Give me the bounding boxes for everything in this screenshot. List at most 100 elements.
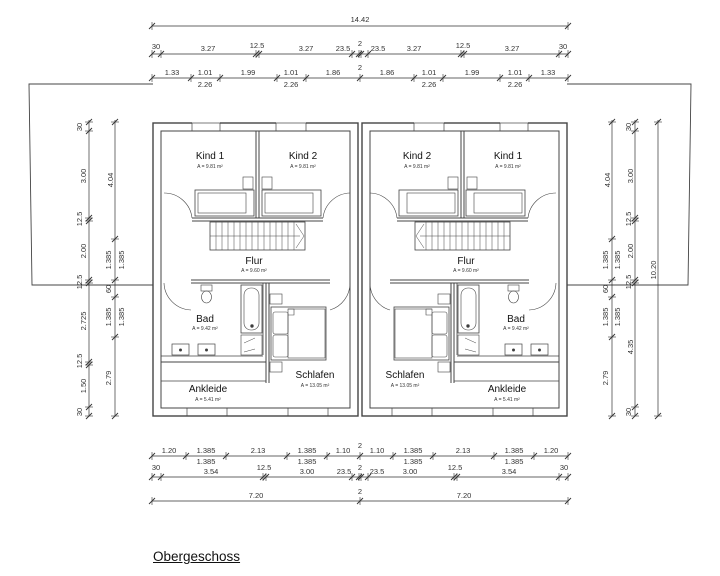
- svg-text:1.385: 1.385: [505, 446, 524, 455]
- room-area: A = 9.42 m²: [503, 326, 529, 332]
- roof-outline-left: [28, 83, 153, 286]
- room-name: Bad: [196, 314, 214, 325]
- svg-text:1.01: 1.01: [422, 68, 437, 77]
- room-kind-1-left: Kind 1 A = 9.81 m²: [196, 151, 225, 170]
- room-name: Bad: [507, 314, 525, 325]
- room-name: Schlafen: [386, 370, 425, 381]
- svg-text:30: 30: [624, 123, 633, 131]
- svg-text:1.385: 1.385: [117, 308, 126, 327]
- svg-text:3.00: 3.00: [79, 169, 88, 184]
- room-flur-left: Flur A = 9.60 m²: [241, 256, 267, 274]
- room-kind-2-right: Kind 2 A = 9.81 m²: [403, 151, 432, 170]
- svg-text:1.385: 1.385: [197, 446, 216, 455]
- svg-text:1.385: 1.385: [613, 308, 622, 327]
- svg-text:12.5: 12.5: [448, 463, 463, 472]
- svg-text:2: 2: [358, 463, 362, 472]
- svg-text:23.5: 23.5: [371, 44, 386, 53]
- svg-text:1.20: 1.20: [162, 446, 177, 455]
- svg-text:1.10: 1.10: [370, 446, 385, 455]
- unit-left: [152, 121, 359, 417]
- svg-text:3.00: 3.00: [403, 467, 418, 476]
- room-bad-left: Bad A = 9.42 m²: [192, 314, 218, 332]
- svg-text:30: 30: [75, 408, 84, 416]
- svg-text:2.26: 2.26: [198, 80, 213, 89]
- svg-text:2.79: 2.79: [104, 371, 113, 386]
- room-area: A = 5.41 m²: [195, 397, 221, 403]
- room-ankleide-right: Ankleide A = 5.41 m²: [488, 384, 527, 403]
- svg-text:2.00: 2.00: [79, 244, 88, 259]
- room-area: A = 9.60 m²: [453, 268, 479, 274]
- svg-text:12.5: 12.5: [257, 463, 272, 472]
- svg-text:1.99: 1.99: [465, 68, 480, 77]
- svg-text:1.01: 1.01: [198, 68, 213, 77]
- svg-text:2.13: 2.13: [456, 446, 471, 455]
- room-kind-2-left: Kind 2 A = 9.81 m²: [289, 151, 318, 170]
- room-area: A = 13.05 m²: [391, 383, 420, 389]
- svg-text:2.26: 2.26: [422, 80, 437, 89]
- svg-text:1.99: 1.99: [241, 68, 256, 77]
- svg-text:12.5: 12.5: [624, 212, 633, 227]
- svg-text:23.5: 23.5: [336, 44, 351, 53]
- svg-text:1.385: 1.385: [404, 446, 423, 455]
- unit-right: [361, 121, 568, 417]
- svg-text:1.01: 1.01: [284, 68, 299, 77]
- svg-text:2.26: 2.26: [508, 80, 523, 89]
- svg-text:1.385: 1.385: [505, 457, 524, 466]
- top-dimensions: 14.42 30 3.27 12.5 3.27 23.5 2 23.5 3.27…: [148, 15, 572, 89]
- room-area: A = 9.81 m²: [495, 164, 521, 170]
- room-name: Schlafen: [296, 370, 335, 381]
- svg-text:60: 60: [104, 285, 113, 293]
- svg-text:4.35: 4.35: [626, 340, 635, 355]
- room-flur-right: Flur A = 9.60 m²: [453, 256, 479, 274]
- svg-text:1.50: 1.50: [79, 379, 88, 394]
- svg-text:3.54: 3.54: [502, 467, 517, 476]
- svg-text:2.725: 2.725: [79, 312, 88, 331]
- svg-text:4.04: 4.04: [106, 173, 115, 188]
- svg-text:30: 30: [152, 463, 160, 472]
- room-name: Flur: [245, 256, 263, 267]
- svg-text:30: 30: [152, 42, 160, 51]
- svg-text:1.385: 1.385: [117, 251, 126, 270]
- room-area: A = 9.81 m²: [290, 164, 316, 170]
- svg-text:1.385: 1.385: [298, 457, 317, 466]
- room-kind-1-right: Kind 1 A = 9.81 m²: [494, 151, 523, 170]
- svg-text:1.33: 1.33: [165, 68, 180, 77]
- svg-text:12.5: 12.5: [75, 212, 84, 227]
- room-area: A = 9.81 m²: [404, 164, 430, 170]
- svg-text:14.42: 14.42: [351, 15, 370, 24]
- svg-text:1.385: 1.385: [298, 446, 317, 455]
- bottom-dimensions: 1.20 1.385 2.13 1.385 1.10 2 1.10 1.385 …: [148, 441, 572, 506]
- room-name: Kind 2: [403, 151, 432, 162]
- room-name: Ankleide: [189, 384, 228, 395]
- svg-text:10.20: 10.20: [649, 261, 658, 280]
- svg-text:1.10: 1.10: [336, 446, 351, 455]
- svg-text:1.385: 1.385: [197, 457, 216, 466]
- svg-text:7.20: 7.20: [457, 491, 472, 500]
- room-labels-left: Kind 1 A = 9.81 m² Kind 2 A = 9.81 m² Fl…: [189, 151, 335, 403]
- svg-text:3.54: 3.54: [204, 467, 219, 476]
- svg-text:12.5: 12.5: [75, 354, 84, 369]
- svg-text:12.5: 12.5: [624, 275, 633, 290]
- svg-text:30: 30: [75, 123, 84, 131]
- right-dimensions: 4.04 1.385 1.385 60 1.385 1.385 2.79 30 …: [601, 118, 663, 420]
- roof-outline-right: [567, 83, 692, 286]
- svg-text:1.385: 1.385: [613, 251, 622, 270]
- room-area: A = 9.81 m²: [197, 164, 223, 170]
- svg-text:1.385: 1.385: [404, 457, 423, 466]
- svg-text:3.27: 3.27: [505, 44, 520, 53]
- svg-text:4.04: 4.04: [603, 173, 612, 188]
- svg-text:2.00: 2.00: [626, 244, 635, 259]
- svg-text:30: 30: [559, 42, 567, 51]
- svg-text:2: 2: [358, 63, 362, 72]
- svg-text:3.27: 3.27: [407, 44, 422, 53]
- svg-text:12.5: 12.5: [75, 275, 84, 290]
- room-labels-right: Kind 2 A = 9.81 m² Kind 1 A = 9.81 m² Fl…: [386, 151, 530, 403]
- svg-text:23.5: 23.5: [370, 467, 385, 476]
- svg-text:1.01: 1.01: [508, 68, 523, 77]
- svg-text:1.385: 1.385: [601, 251, 610, 270]
- room-name: Ankleide: [488, 384, 527, 395]
- drawing-title: Obergeschoss: [153, 549, 241, 564]
- svg-text:1.20: 1.20: [544, 446, 559, 455]
- room-area: A = 9.60 m²: [241, 268, 267, 274]
